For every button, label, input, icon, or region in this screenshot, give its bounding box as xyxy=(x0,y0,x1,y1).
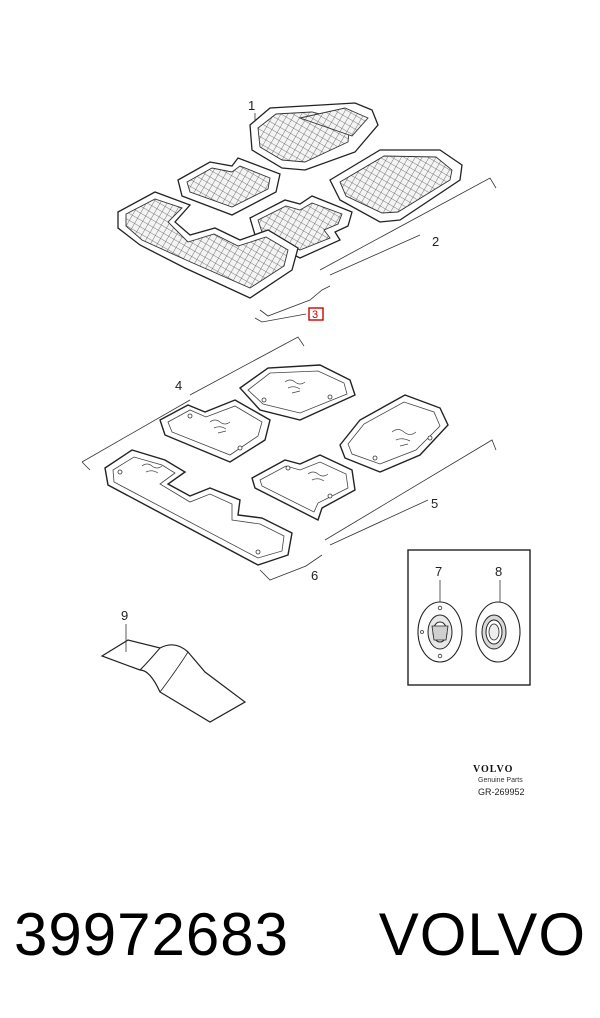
callout-1: 1 xyxy=(248,98,255,113)
front-left-carpet-mat xyxy=(238,364,356,421)
parts-diagram: 1 2 3 xyxy=(81,98,531,797)
diagram-reference: GR-269952 xyxy=(478,787,525,797)
callout-8: 8 xyxy=(495,564,502,579)
second-row-right-carpet-mat xyxy=(251,454,356,521)
front-right-carpet-mat xyxy=(339,394,449,473)
caption-brand: VOLVO xyxy=(378,901,586,968)
rubber-mat-set xyxy=(117,102,497,323)
brand-logo-text: VOLVO xyxy=(473,764,513,775)
front-right-rubber-mat xyxy=(329,149,463,223)
brand-block: VOLVO Genuine Parts GR-269952 xyxy=(473,764,525,797)
callout-2: 2 xyxy=(432,234,439,249)
second-row-left-rubber-mat xyxy=(177,157,281,216)
brand-subtitle: Genuine Parts xyxy=(478,777,523,784)
protective-film-strip xyxy=(100,624,247,723)
callout-4: 4 xyxy=(175,378,182,393)
callout-6: 6 xyxy=(311,568,318,583)
callout-5: 5 xyxy=(431,496,438,511)
callout-3-highlight-box xyxy=(308,307,324,321)
clip-inset xyxy=(407,549,531,686)
front-left-rubber-mat xyxy=(249,102,379,171)
third-row-carpet-mat xyxy=(104,449,293,566)
floor-clip-upper xyxy=(475,601,521,663)
floor-clip-lower xyxy=(417,601,463,663)
third-row-rubber-mat xyxy=(117,191,299,299)
callout-3: 3 xyxy=(312,309,318,321)
carpet-mat-set xyxy=(81,336,497,581)
second-row-left-carpet-mat xyxy=(159,399,271,463)
callout-9: 9 xyxy=(121,608,128,623)
product-caption: 39972683 VOLVO xyxy=(0,890,600,980)
part-number: 39972683 xyxy=(14,901,289,968)
callout-7: 7 xyxy=(435,564,442,579)
